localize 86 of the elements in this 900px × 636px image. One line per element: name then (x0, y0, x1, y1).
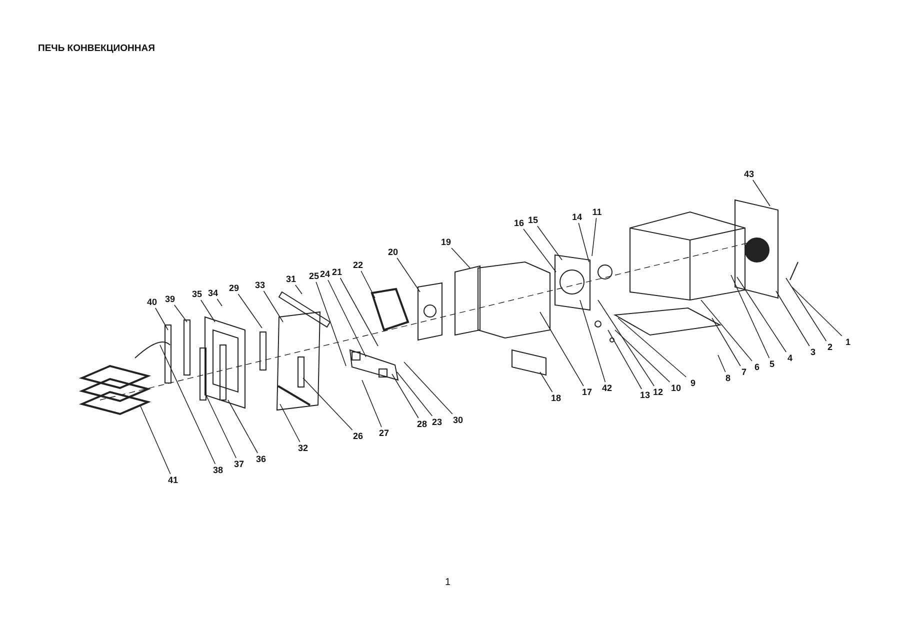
leader-line (540, 312, 584, 386)
callout-number: 32 (295, 442, 311, 454)
page-number: 1 (445, 577, 451, 588)
leader-line (718, 354, 726, 372)
leader-line (140, 404, 171, 474)
callout-number: 19 (438, 236, 454, 248)
leader-line (578, 222, 590, 262)
leader-line (786, 278, 827, 342)
callout-number: 16 (511, 217, 527, 229)
callout-number: 28 (414, 418, 430, 430)
leader-line (592, 218, 597, 256)
leader-line (523, 228, 556, 272)
leader-line (396, 258, 420, 292)
callout-number: 6 (749, 361, 765, 373)
leader-line (206, 394, 236, 458)
leader-line (200, 300, 216, 322)
callout-number: 8 (720, 372, 736, 384)
leader-line (618, 318, 686, 378)
callout-number: 34 (205, 287, 221, 299)
leader-line (540, 372, 553, 392)
leader-line (360, 270, 376, 298)
callout-number: 17 (579, 386, 595, 398)
callout-number: 38 (210, 464, 226, 476)
leader-line (392, 374, 419, 418)
callout-number: 37 (231, 458, 247, 470)
callout-number: 43 (741, 168, 757, 180)
callout-number: 9 (685, 377, 701, 389)
leader-line (451, 248, 470, 268)
leader-line (792, 286, 842, 336)
leader-line (316, 282, 346, 366)
callout-number: 33 (252, 279, 268, 291)
leader-line (238, 294, 262, 328)
callout-number: 18 (548, 392, 564, 404)
callout-number: 4 (782, 352, 798, 364)
callout-number: 41 (165, 474, 181, 486)
page-title: ПЕЧЬ КОНВЕКЦИОННАЯ (38, 43, 155, 54)
leader-line (598, 300, 654, 386)
leader-line (396, 372, 433, 416)
leader-line (155, 308, 168, 330)
leader-line (228, 400, 258, 454)
callout-number: 7 (736, 366, 752, 378)
leader-line (776, 290, 810, 346)
callout-number: 5 (764, 358, 780, 370)
callout-number: 35 (189, 288, 205, 300)
callout-number: 26 (350, 430, 366, 442)
callout-number: 23 (429, 416, 445, 428)
leader-line (340, 278, 378, 346)
leader-line (712, 318, 741, 366)
callout-number: 12 (650, 386, 666, 398)
leader-line (580, 300, 606, 382)
leader-line (174, 304, 188, 322)
callout-number: 36 (253, 453, 269, 465)
leader-line (537, 226, 562, 260)
leader-line (295, 284, 302, 294)
leader-line (362, 380, 382, 428)
callout-number: 31 (283, 273, 299, 285)
callout-number: 15 (525, 214, 541, 226)
leader-line (730, 274, 770, 358)
callout-number: 22 (350, 259, 366, 271)
leader-line (700, 300, 752, 362)
callout-number: 27 (376, 427, 392, 439)
leader-line (736, 276, 786, 352)
callout-number: 10 (668, 382, 684, 394)
callout-number: 21 (329, 266, 345, 278)
callout-number: 11 (589, 206, 605, 218)
leader-line (302, 378, 353, 430)
leader-line (160, 344, 216, 464)
callout-number: 1 (840, 336, 856, 348)
callout-number: 14 (569, 211, 585, 223)
leader-line (263, 290, 284, 322)
callout-number: 3 (805, 346, 821, 358)
callout-number: 42 (599, 382, 615, 394)
leader-line (216, 298, 222, 306)
callout-number: 39 (162, 293, 178, 305)
leader-line (614, 330, 670, 382)
callout-number: 20 (385, 246, 401, 258)
leader-line (280, 404, 300, 442)
leader-line (404, 362, 453, 414)
callout-number: 40 (144, 296, 160, 308)
leader-line (328, 280, 366, 358)
callout-number: 2 (822, 341, 838, 353)
leader-line (608, 330, 642, 390)
leader-line (752, 180, 770, 206)
callout-number: 30 (450, 414, 466, 426)
callout-number: 13 (637, 389, 653, 401)
callout-number: 29 (226, 282, 242, 294)
